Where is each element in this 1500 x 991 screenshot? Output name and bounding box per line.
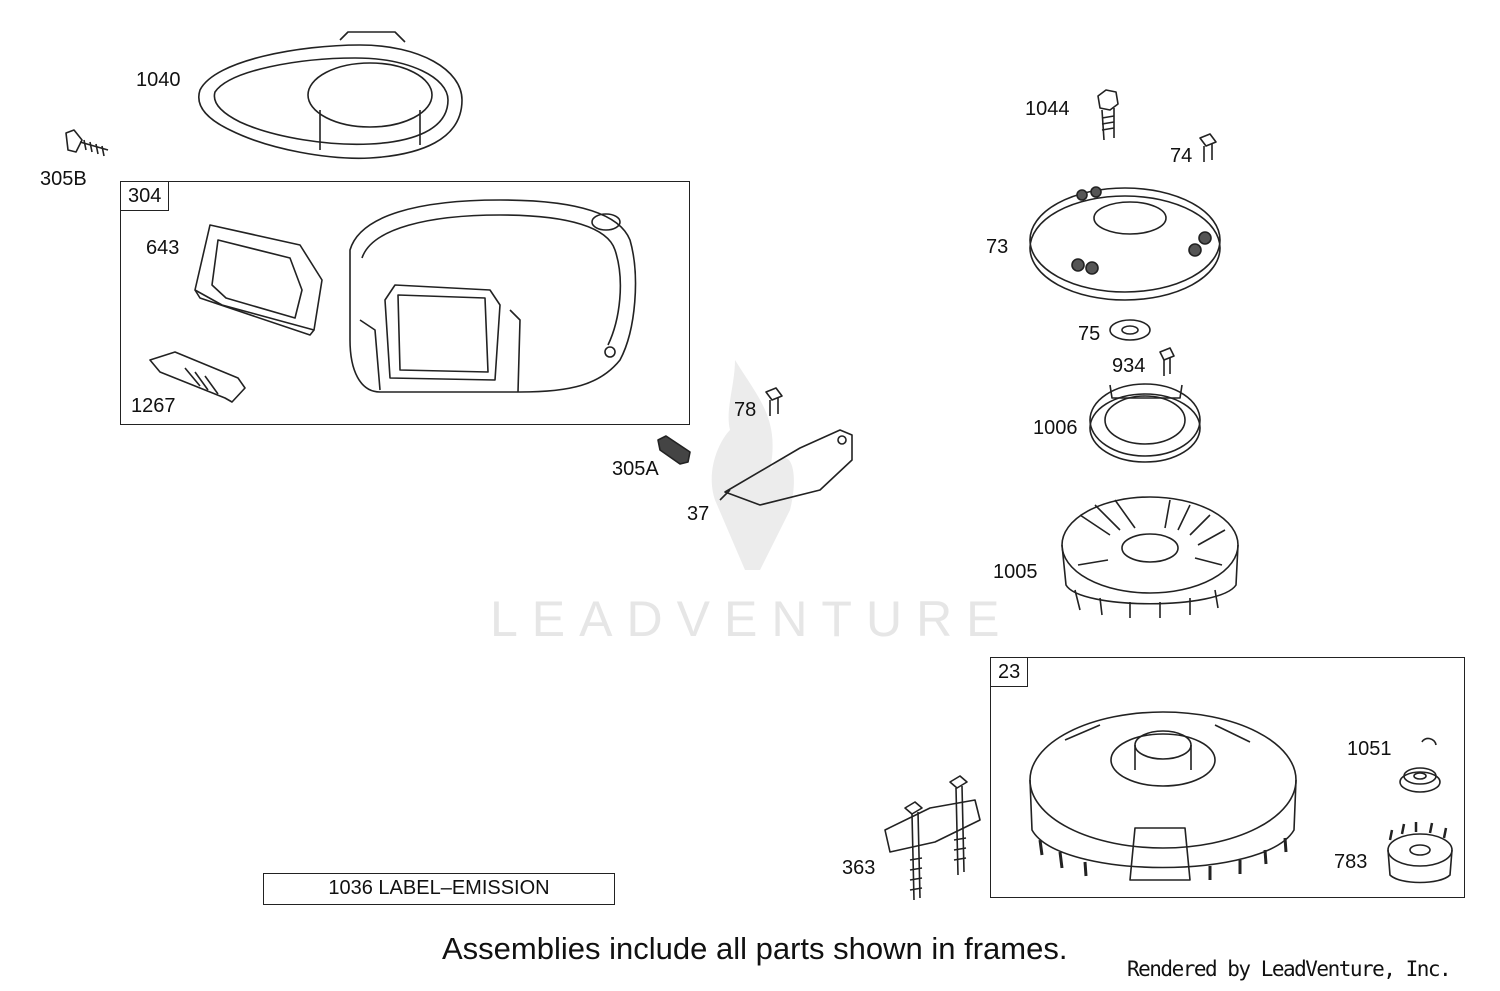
watermark-logo: [711, 360, 794, 570]
guard-37-drawing: [719, 429, 853, 506]
assemblies-footnote: Assemblies include all parts shown in fr…: [442, 931, 1068, 966]
blower-housing-304-drawing: [349, 199, 637, 393]
gear-783-drawing: [1387, 822, 1453, 884]
callout-643[interactable]: 643: [146, 237, 180, 259]
washer-75-drawing: [1109, 319, 1151, 341]
callout-934[interactable]: 934: [1112, 355, 1146, 377]
callout-1051[interactable]: 1051: [1347, 738, 1392, 760]
fan-1005-drawing: [1061, 496, 1239, 618]
watermark-text: LEADVENTURE: [490, 591, 1014, 647]
frame-tag-304: 304: [120, 181, 170, 211]
screw-934-drawing: [1159, 347, 1175, 376]
bracket-363-drawing: [884, 775, 981, 901]
clip-1267-drawing: [149, 351, 246, 403]
assembly-frame-23: 23: [990, 657, 1465, 898]
screw-74-drawing: [1199, 133, 1217, 162]
callout-363[interactable]: 363: [842, 857, 876, 879]
callout-75[interactable]: 75: [1078, 323, 1101, 345]
callout-1040[interactable]: 1040: [136, 69, 181, 91]
flywheel-23-drawing: [1029, 711, 1297, 881]
clip-1051-drawing: [1399, 737, 1441, 793]
air-guide-643-drawing: [194, 224, 323, 336]
callout-1005[interactable]: 1005: [993, 561, 1038, 583]
callout-1006[interactable]: 1006: [1033, 417, 1078, 439]
callout-73[interactable]: 73: [986, 236, 1009, 258]
callout-783[interactable]: 783: [1334, 851, 1368, 873]
screw-305A-drawing: [657, 435, 691, 465]
callout-78[interactable]: 78: [734, 399, 757, 421]
blower-cover-1040-drawing: [198, 31, 463, 160]
render-credit: Rendered by LeadVenture, Inc.: [1127, 957, 1452, 981]
frame-tag-23: 23: [990, 657, 1029, 687]
emission-label-box[interactable]: 1036 LABEL–EMISSION: [263, 873, 615, 905]
ring-1006-drawing: [1089, 383, 1201, 463]
callout-1044[interactable]: 1044: [1025, 98, 1070, 120]
bolt-1044-drawing: [1097, 89, 1119, 141]
callout-305A[interactable]: 305A: [612, 458, 659, 480]
assembly-frame-304: 304: [120, 181, 690, 425]
callout-305B[interactable]: 305B: [40, 168, 87, 190]
screw-305B-drawing: [65, 129, 109, 157]
callout-74[interactable]: 74: [1170, 145, 1193, 167]
screw-78-drawing: [765, 387, 783, 416]
callout-1267[interactable]: 1267: [131, 395, 176, 417]
retainer-plate-73-drawing: [1029, 186, 1221, 301]
callout-37[interactable]: 37: [687, 503, 710, 525]
